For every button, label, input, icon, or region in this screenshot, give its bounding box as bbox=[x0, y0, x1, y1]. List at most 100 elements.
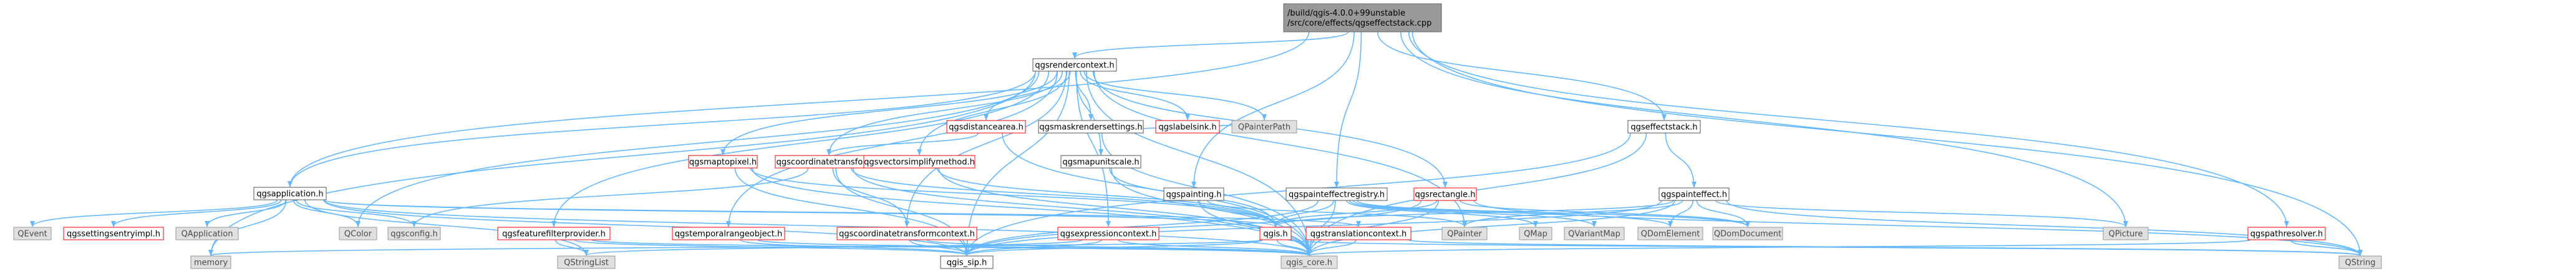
node-qgsexpressioncontext[interactable]: qgsexpressioncontext.h bbox=[1057, 227, 1160, 240]
node-qgsvectorsimplifymethod[interactable]: qgsvectorsimplifymethod.h bbox=[863, 155, 976, 169]
node-qgsrectangle[interactable]: qgsrectangle.h bbox=[1413, 187, 1477, 201]
node-box bbox=[2247, 227, 2326, 240]
edge-qgspainteffect-to-qgis-core bbox=[1307, 200, 1675, 256]
node-label: qgstemporalrangeobject.h bbox=[675, 230, 782, 239]
node-label: qgsrectangle.h bbox=[1415, 190, 1475, 200]
node-label: QVariantMap bbox=[1568, 230, 1620, 239]
edge-qgsrendercontext-to-qgis-sip bbox=[964, 71, 1070, 256]
edge-qgsapplication-to-qevent bbox=[30, 199, 278, 227]
edge-qgsrendercontext-to-qgscoordinatetransform bbox=[826, 71, 1063, 155]
node-memory: memory bbox=[190, 255, 231, 269]
node-label: /src/core/effects/qgseffectstack.cpp bbox=[1287, 19, 1431, 28]
node-label: qgsexpressioncontext.h bbox=[1060, 230, 1157, 239]
node-qpainterpath: QPainterPath bbox=[1231, 120, 1297, 134]
edge-qgspathresolver-to-qgis-core bbox=[1307, 239, 2251, 256]
node-label: qgslabelsink.h bbox=[1158, 123, 1216, 132]
node-qgsconfig: qgsconfig.h bbox=[387, 227, 441, 240]
edge-qgscoordinatetransform-to-qgscoordinatetransformcontext bbox=[832, 167, 909, 227]
node-qgis[interactable]: qgis.h bbox=[1259, 227, 1292, 240]
node-qgstemporalrangeobject[interactable]: qgstemporalrangeobject.h bbox=[672, 227, 785, 240]
edge-qgsdistancearea-to-qgscoordinatetransform bbox=[826, 132, 979, 155]
edge-qgsexpressioncontext-to-qgis-core bbox=[1118, 239, 1312, 256]
edge-qgsrectangle-to-qgis-sip bbox=[964, 200, 1422, 256]
node-qgsapplication[interactable]: qgsapplication.h bbox=[253, 187, 327, 200]
edge-qgsrendercontext-to-qgis-core bbox=[1086, 71, 1312, 256]
node-label: qgsdistancearea.h bbox=[949, 123, 1024, 132]
node-label: QStringList bbox=[564, 259, 609, 268]
edge-qgspainteffect-to-qpicture bbox=[1715, 200, 2128, 227]
node-label: qgssettingsentryimpl.h bbox=[67, 230, 160, 239]
node-qgslabelsink[interactable]: qgslabelsink.h bbox=[1155, 120, 1220, 134]
edge-qgstranslationcontext-to-qstring bbox=[1408, 239, 2363, 256]
node-qgspathresolver[interactable]: qgspathresolver.h bbox=[2247, 227, 2326, 240]
edge-qgis-to-qstring bbox=[1288, 239, 2363, 256]
edge-qgsrendercontext-to-qgstemporalrangeobject bbox=[726, 71, 1058, 227]
node-box bbox=[863, 155, 976, 169]
edge-qgsexpressioncontext-to-qstringlist bbox=[584, 239, 1083, 256]
node-qgscoordinatetransformcontext[interactable]: qgscoordinatetransformcontext.h bbox=[836, 227, 977, 240]
node-label: qgis_core.h bbox=[1286, 259, 1332, 268]
node-qgspainteffect[interactable]: qgspainteffect.h bbox=[1658, 187, 1730, 201]
node-label: QPainterPath bbox=[1238, 123, 1290, 132]
edge-qgis-to-qgis-sip bbox=[964, 239, 1263, 256]
node-box bbox=[1627, 120, 1701, 134]
edge-qgsapplication-to-qgis bbox=[323, 199, 1278, 227]
node-qcolor: QColor bbox=[339, 227, 377, 240]
node-label: qgsmapunitscale.h bbox=[1062, 158, 1139, 167]
node-qgsmapunitscale[interactable]: qgsmapunitscale.h bbox=[1060, 155, 1141, 169]
edge-qgsapplication-to-memory bbox=[208, 199, 287, 256]
edge-qgsapplication-to-qgis-sip bbox=[323, 199, 969, 256]
node-label: qgseffectstack.h bbox=[1630, 123, 1697, 132]
node-qgsmaptopixel[interactable]: qgsmaptopixel.h bbox=[688, 155, 758, 169]
node-qgsmaskrendersettings[interactable]: qgsmaskrendersettings.h bbox=[1038, 120, 1144, 134]
node-box bbox=[1286, 187, 1388, 201]
node-qgsfeaturefilterprovider[interactable]: qgsfeaturefilterprovider.h bbox=[497, 227, 611, 240]
node-qgstranslationcontext[interactable]: qgstranslationcontext.h bbox=[1305, 227, 1411, 240]
nodes-layer: /build/qgis-4.0.0+99unstable/src/core/ef… bbox=[13, 3, 2382, 269]
node-qgsdistancearea[interactable]: qgsdistancearea.h bbox=[946, 120, 1026, 134]
edge-qgsapplication-to-qapplication bbox=[205, 199, 287, 227]
node-label: QApplication bbox=[182, 230, 233, 239]
edge-qgscoordinatetransform-to-qgsconfig bbox=[412, 167, 809, 227]
node-qgsrendercontext[interactable]: qgsrendercontext.h bbox=[1032, 58, 1117, 72]
node-box bbox=[1060, 155, 1141, 169]
node-label: qgsfeaturefilterprovider.h bbox=[502, 230, 606, 239]
edge-root-to-qpicture bbox=[1400, 31, 2128, 227]
node-qgspainteffectregistry[interactable]: qgspainteffectregistry.h bbox=[1286, 187, 1388, 201]
node-box bbox=[1413, 187, 1477, 201]
node-qgseffectstack[interactable]: qgseffectstack.h bbox=[1627, 120, 1701, 134]
node-box bbox=[387, 227, 441, 240]
edge-qgsrendercontext-to-qgsdistancearea bbox=[984, 71, 1071, 121]
node-label: memory bbox=[194, 259, 228, 268]
edge-qgsmaptopixel-to-qgis bbox=[750, 167, 1278, 227]
node-box bbox=[1283, 3, 1442, 32]
node-qpainter: QPainter bbox=[1441, 227, 1488, 240]
node-box bbox=[2103, 227, 2149, 240]
edges-layer bbox=[30, 31, 2363, 256]
node-label: qgspainteffect.h bbox=[1661, 190, 1727, 200]
node-box bbox=[672, 227, 785, 240]
node-qmap: QMap bbox=[1519, 227, 1552, 240]
node-qgis-sip[interactable]: qgis_sip.h bbox=[940, 255, 994, 269]
edge-qgsapplication-to-qgsconfig bbox=[296, 199, 417, 227]
edge-qgsexpressioncontext-to-qgis-sip bbox=[964, 239, 1102, 256]
node-qgspainting[interactable]: qgspainting.h bbox=[1163, 187, 1224, 201]
node-box bbox=[1057, 227, 1160, 240]
node-box bbox=[557, 255, 616, 269]
node-box bbox=[946, 120, 1026, 134]
edge-root-to-qgsapplication bbox=[288, 31, 1310, 187]
node-qgssettingsentryimpl[interactable]: qgssettingsentryimpl.h bbox=[63, 227, 164, 240]
edge-qgsrendercontext-to-qpainterpath bbox=[1083, 71, 1267, 121]
node-label: QMap bbox=[1524, 230, 1547, 239]
node-label: qgsmaskrendersettings.h bbox=[1039, 123, 1142, 132]
edge-qgsrectangle-to-qgis-core bbox=[1307, 200, 1439, 256]
edge-qgspainteffectregistry-to-qdomelement bbox=[1352, 200, 1673, 227]
node-qgscoordinatetransform[interactable]: qgscoordinatetransform.h bbox=[775, 155, 883, 169]
node-box bbox=[1712, 227, 1783, 240]
node-label: QEvent bbox=[17, 230, 47, 239]
node-qevent: QEvent bbox=[13, 227, 52, 240]
edge-qgsrendercontext-to-qpainter bbox=[1093, 71, 1467, 227]
node-label: qgscoordinatetransformcontext.h bbox=[839, 230, 975, 239]
edge-qgspainteffect-to-qdomelement bbox=[1668, 200, 1693, 227]
edge-qgspainteffect-to-qgis bbox=[1273, 200, 1674, 227]
